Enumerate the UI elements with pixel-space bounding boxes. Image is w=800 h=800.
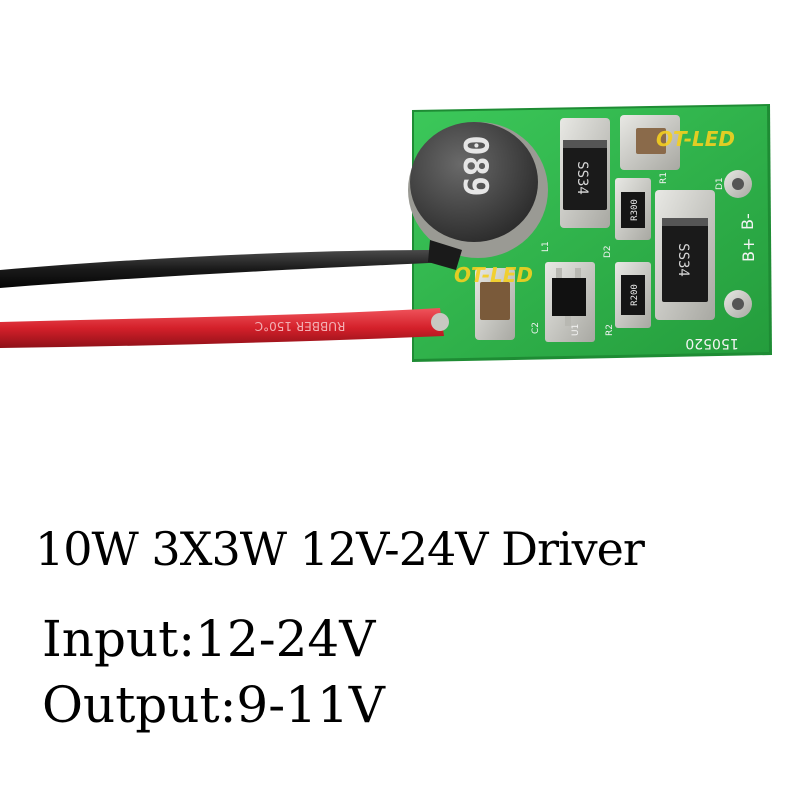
terminal-b-plus [724,290,752,318]
black-wire [0,240,462,288]
red-wire: RUBBER 150°C [0,308,449,348]
inductor-code: 089 [455,135,495,196]
resistor-r300-label: R300 [630,199,640,221]
resistor-r200-label: R200 [630,284,640,306]
wire-print: RUBBER 150°C [255,319,346,333]
output-spec: Output:9-11V [42,676,385,734]
silkscreen: B- B+ R1 D1 D2 L1 C2 U1 R2 150520 [531,172,758,351]
label-c2: C2 [531,322,541,334]
label-r1: R1 [659,172,669,184]
board-code: 150520 [685,335,738,351]
resistor-r200: R200 [621,275,645,315]
capacitor-c2 [480,282,510,320]
label-b-minus: B- [738,213,757,230]
label-b-plus: B+ [739,238,758,262]
inductor-l1: 089 [408,122,548,258]
label-r2: R2 [605,324,615,336]
watermark-mid: OT-LED [454,263,533,287]
diode-right: SS34 [662,218,708,302]
watermark-top: OT-LED [656,127,735,151]
ic-u1 [552,268,586,326]
label-d1: D1 [715,177,725,190]
diode-right-marking: SS34 [675,243,691,277]
diode-d1-marking: SS34 [574,161,590,195]
capacitor-top [636,128,666,154]
resistor-r300: R300 [621,192,645,228]
label-l1: L1 [541,241,551,252]
input-spec: Input:12-24V [42,610,376,668]
diode-d1: SS34 [563,140,607,210]
product-title: 10W 3X3W 12V-24V Driver [35,522,645,576]
label-d2: D2 [603,245,613,258]
terminal-b-minus [724,170,752,198]
label-u1: U1 [571,324,581,336]
watermarks: OT-LED OT-LED [454,127,735,287]
